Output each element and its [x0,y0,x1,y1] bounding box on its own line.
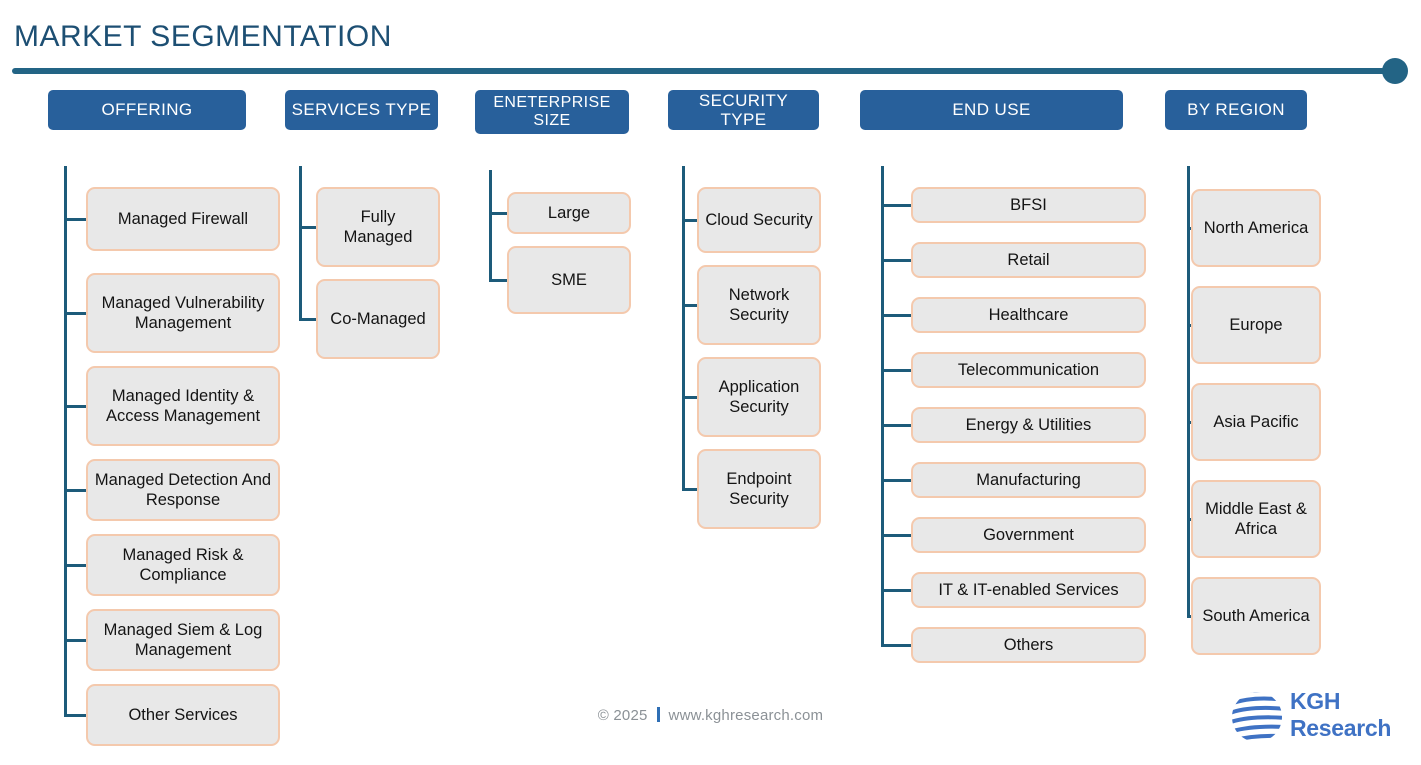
segment-node-offering-2[interactable]: Managed Vulnerability Management [86,273,280,353]
segment-node-services-type-1[interactable]: Fully Managed [316,187,440,267]
connector-trunk-offering [64,166,67,717]
segment-node-offering-4[interactable]: Managed Detection And Response [86,459,280,521]
column-header-offering[interactable]: OFFERING [48,90,246,130]
page-title: MARKET SEGMENTATION [14,20,392,53]
segment-node-enterprise-size-2[interactable]: SME [507,246,631,314]
segment-node-security-type-4[interactable]: Endpoint Security [697,449,821,529]
logo-wordmark: KGH Research [1290,688,1391,742]
connector-stub-services-type-1 [299,226,316,229]
segment-node-offering-3[interactable]: Managed Identity & Access Management [86,366,280,446]
connector-stub-end-use-3 [881,314,911,317]
segment-node-by-region-3[interactable]: Asia Pacific [1191,383,1321,461]
segment-node-security-type-1[interactable]: Cloud Security [697,187,821,253]
segment-node-enterprise-size-1[interactable]: Large [507,192,631,234]
segment-node-end-use-5[interactable]: Energy & Utilities [911,407,1146,443]
connector-trunk-security-type [682,166,685,491]
segment-node-security-type-2[interactable]: Network Security [697,265,821,345]
segment-node-by-region-5[interactable]: South America [1191,577,1321,655]
divider-end-dot-icon [1382,58,1408,84]
connector-stub-security-type-2 [682,304,697,307]
segment-node-offering-6[interactable]: Managed Siem & Log Management [86,609,280,671]
column-header-by-region[interactable]: BY REGION [1165,90,1307,130]
segment-node-by-region-2[interactable]: Europe [1191,286,1321,364]
segment-node-end-use-2[interactable]: Retail [911,242,1146,278]
connector-stub-enterprise-size-2 [489,279,507,282]
connector-stub-offering-2 [64,312,86,315]
kgh-research-logo: KGH Research [1228,686,1408,748]
connector-stub-security-type-4 [682,488,697,491]
connector-stub-offering-4 [64,489,86,492]
connector-stub-security-type-3 [682,396,697,399]
connector-stub-offering-3 [64,405,86,408]
footer-separator-icon [656,707,660,722]
connector-stub-services-type-2 [299,318,316,321]
footer: © 2025 www.kghresearch.com [0,707,1421,724]
footer-copyright: © 2025 [597,707,648,724]
column-header-end-use[interactable]: END USE [860,90,1123,130]
segment-node-by-region-1[interactable]: North America [1191,189,1321,267]
column-header-enterprise-size[interactable]: ENETERPRISE SIZE [475,90,629,134]
connector-stub-offering-7 [64,714,86,717]
segment-node-offering-5[interactable]: Managed Risk & Compliance [86,534,280,596]
connector-trunk-enterprise-size [489,170,492,282]
segment-node-by-region-4[interactable]: Middle East & Africa [1191,480,1321,558]
connector-stub-offering-6 [64,639,86,642]
connector-trunk-end-use [881,166,884,647]
title-divider-rule [12,68,1394,74]
connector-trunk-services-type [299,166,302,321]
logo-line-1: KGH [1290,688,1341,714]
segment-node-end-use-4[interactable]: Telecommunication [911,352,1146,388]
segment-node-end-use-6[interactable]: Manufacturing [911,462,1146,498]
connector-stub-end-use-1 [881,204,911,207]
segment-node-end-use-7[interactable]: Government [911,517,1146,553]
segment-node-offering-7[interactable]: Other Services [86,684,280,746]
segment-node-end-use-1[interactable]: BFSI [911,187,1146,223]
segment-node-security-type-3[interactable]: Application Security [697,357,821,437]
footer-website: www.kghresearch.com [668,707,824,724]
segment-node-end-use-8[interactable]: IT & IT-enabled Services [911,572,1146,608]
connector-stub-end-use-7 [881,534,911,537]
connector-stub-end-use-5 [881,424,911,427]
connector-stub-end-use-6 [881,479,911,482]
connector-stub-end-use-4 [881,369,911,372]
globe-icon [1232,692,1282,742]
connector-trunk-by-region [1187,166,1190,618]
connector-stub-enterprise-size-1 [489,212,507,215]
segment-node-end-use-3[interactable]: Healthcare [911,297,1146,333]
connector-stub-end-use-2 [881,259,911,262]
connector-stub-offering-5 [64,564,86,567]
segment-node-services-type-2[interactable]: Co-Managed [316,279,440,359]
connector-stub-security-type-1 [682,219,697,222]
column-header-security-type[interactable]: SECURITY TYPE [668,90,819,130]
column-header-services-type[interactable]: SERVICES TYPE [285,90,438,130]
connector-stub-end-use-8 [881,589,911,592]
logo-line-2: Research [1290,715,1392,742]
segment-node-offering-1[interactable]: Managed Firewall [86,187,280,251]
connector-stub-end-use-9 [881,644,911,647]
connector-stub-offering-1 [64,218,86,221]
segment-node-end-use-9[interactable]: Others [911,627,1146,663]
